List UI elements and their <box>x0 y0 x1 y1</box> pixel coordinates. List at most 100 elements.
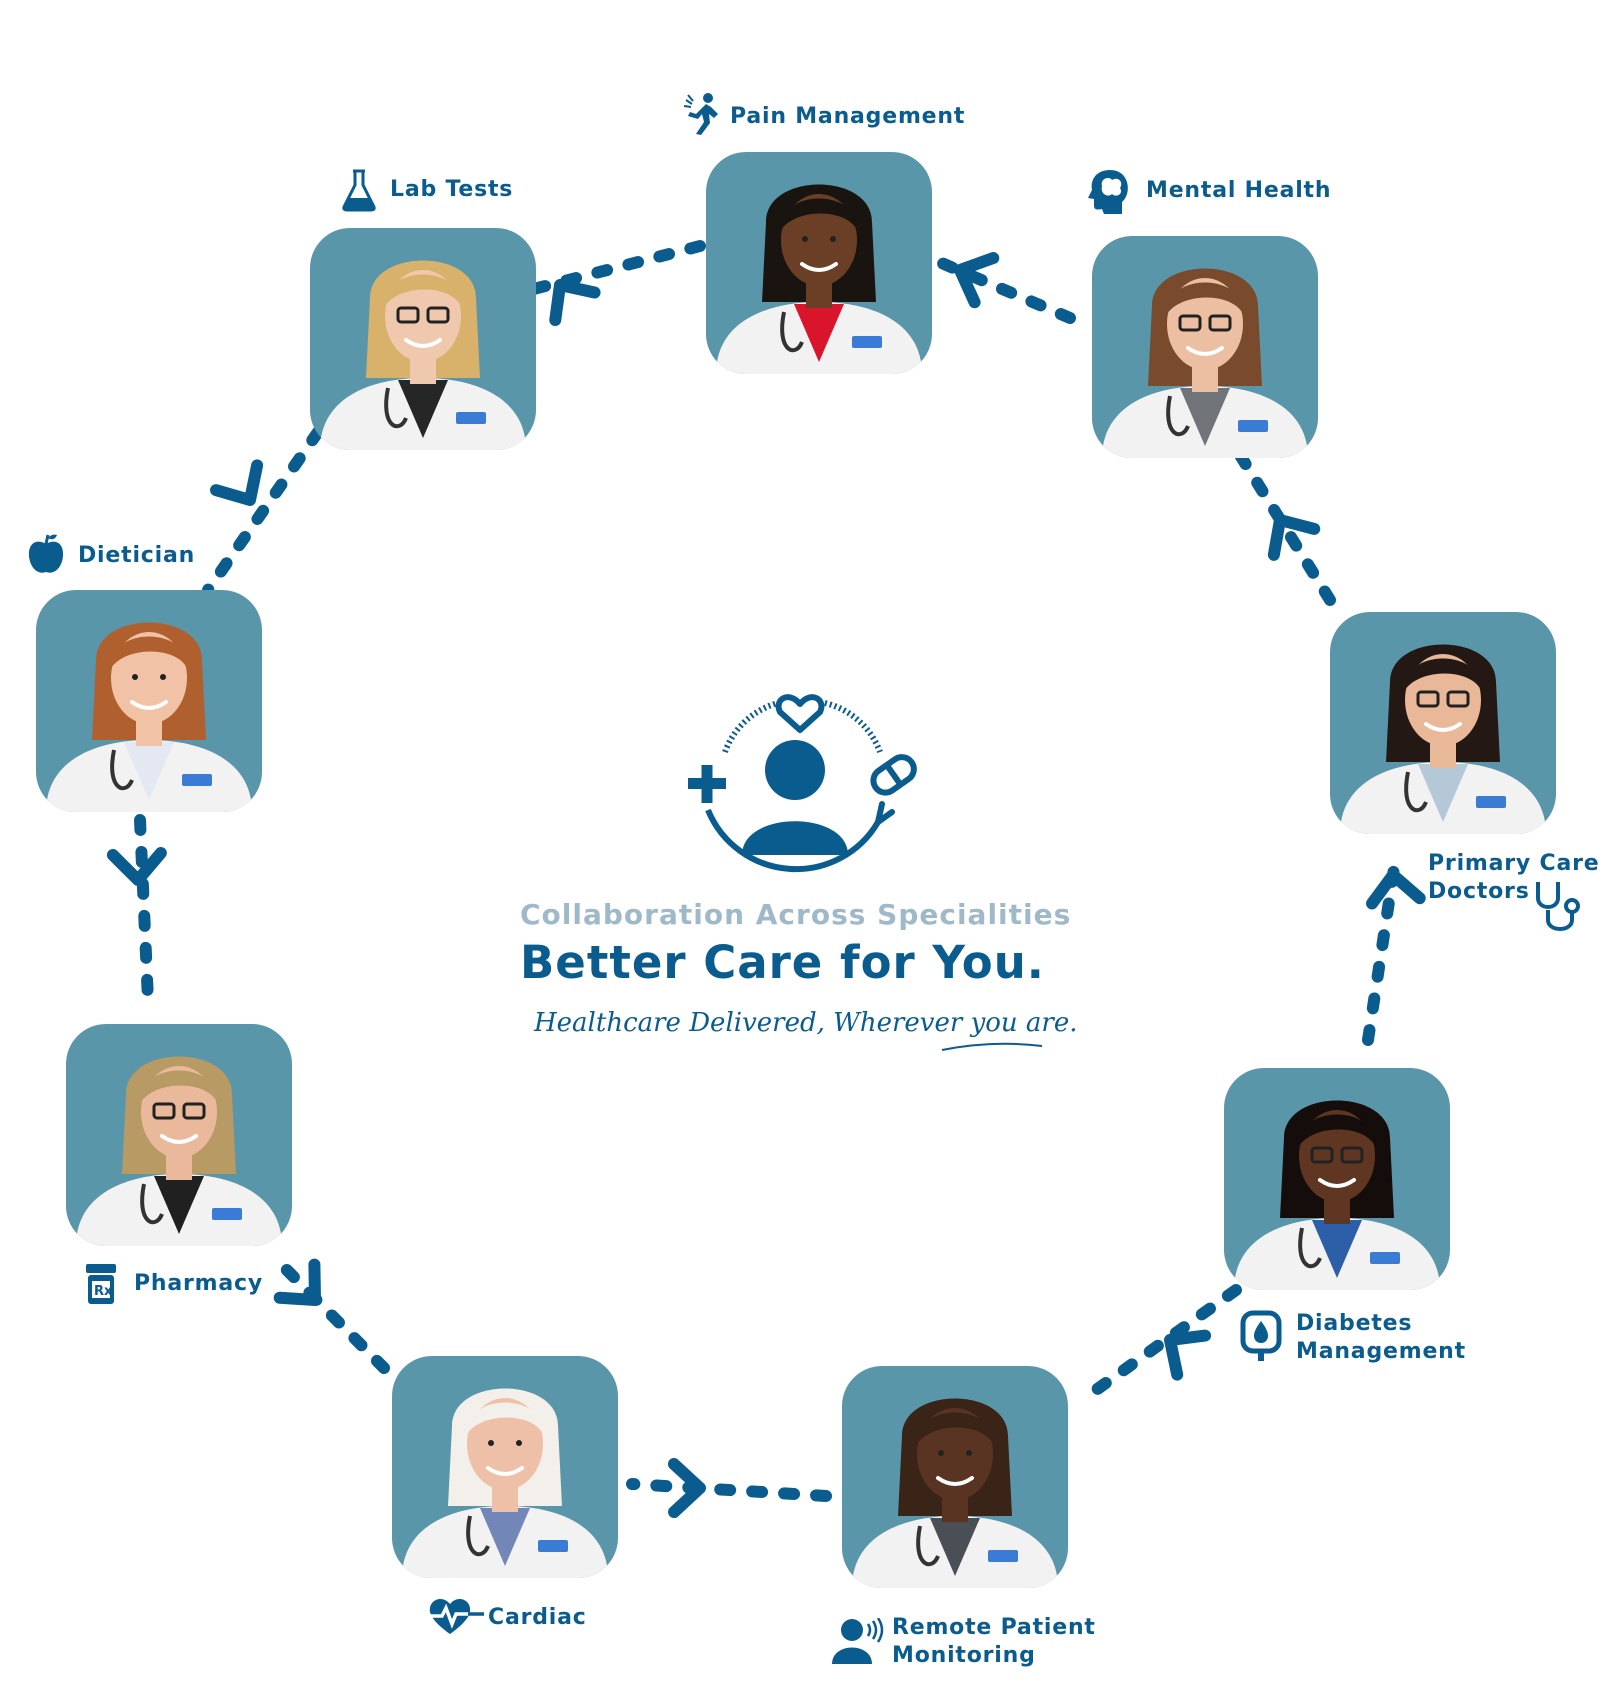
flow-arrowhead-2 <box>1267 514 1321 561</box>
glasses-left <box>1416 690 1440 708</box>
photo-primary-care-doctors <box>1340 644 1546 834</box>
stethoscope <box>466 1515 490 1557</box>
photo-mental-health <box>1102 268 1308 458</box>
eye-right <box>830 236 836 242</box>
center-title: Better Care for You. <box>520 936 1045 989</box>
name-badge <box>212 1208 242 1220</box>
flow-arrowhead-4 <box>1164 1329 1212 1381</box>
face <box>385 270 461 362</box>
glasses-right <box>182 1102 206 1120</box>
rx-bottle-icon: Rx <box>86 1264 116 1304</box>
label-cardiac: Cardiac <box>488 1605 587 1630</box>
smile <box>1186 346 1224 356</box>
stethoscope <box>780 311 804 353</box>
face <box>1167 278 1243 370</box>
photo-remote-patient-monitoring <box>852 1398 1058 1588</box>
smile <box>160 1134 198 1144</box>
photo-lab-tests <box>320 260 526 450</box>
label-remote-patient-monitoring: Remote Patient Monitoring <box>892 1614 1096 1670</box>
eye-right <box>516 1440 522 1446</box>
name-badge <box>1370 1252 1400 1264</box>
name-badge <box>1238 420 1268 432</box>
stethoscope <box>1166 395 1190 437</box>
flow-arrowhead-1 <box>954 252 1000 309</box>
name-badge <box>1476 796 1506 808</box>
photo-cardiac <box>402 1388 608 1578</box>
glasses-right <box>426 306 450 324</box>
label-diabetes-management: Diabetes Management <box>1296 1310 1466 1366</box>
hair-top <box>384 274 462 306</box>
flow-dash-4 <box>1076 1284 1242 1406</box>
label-dietician: Dietician <box>78 543 196 568</box>
face <box>141 1066 217 1158</box>
svg-text:Rx: Rx <box>94 1284 113 1299</box>
smile <box>800 262 838 272</box>
hair-top <box>780 198 858 230</box>
flow-arrowhead-5 <box>667 1458 706 1519</box>
running-person-pain-icon <box>683 93 718 135</box>
label-remote-patient-monitoring-text: Remote Patient Monitoring <box>892 1615 1096 1668</box>
eye-right <box>160 674 166 680</box>
flow-dash-6 <box>266 1249 390 1374</box>
label-lab-tests: Lab Tests <box>390 177 514 202</box>
shirt <box>1312 1220 1362 1278</box>
smile <box>404 338 442 348</box>
name-badge <box>182 774 212 786</box>
card-primary-care-doctors <box>1330 612 1556 834</box>
name-badge <box>852 336 882 348</box>
face <box>111 632 187 724</box>
eye-left <box>132 674 138 680</box>
flask-icon <box>342 169 376 212</box>
label-primary-care-doctors: Primary Care Doctors <box>1428 850 1600 906</box>
photo-dietician <box>46 622 252 812</box>
shirt <box>154 1176 204 1234</box>
tagline-underline <box>941 1042 1043 1051</box>
glasses-left <box>1178 314 1202 332</box>
photo-diabetes-management <box>1234 1100 1440 1290</box>
label-diabetes-management-text: Diabetes Management <box>1296 1311 1466 1364</box>
stethoscope <box>1298 1227 1322 1269</box>
card-diabetes-management <box>1224 1068 1450 1290</box>
card-mental-health <box>1092 236 1318 458</box>
flow-dash-5 <box>626 1478 832 1502</box>
card-pain-management <box>706 152 932 374</box>
shirt <box>124 742 174 800</box>
hair-top <box>1404 658 1482 690</box>
hair-top <box>916 1412 994 1444</box>
name-badge <box>988 1550 1018 1562</box>
flow-dash-8 <box>202 426 324 596</box>
stethoscope <box>110 749 134 791</box>
smile <box>486 1466 524 1476</box>
flow-arrowhead-7 <box>106 847 167 886</box>
glasses-right <box>1208 314 1232 332</box>
plus-icon <box>688 765 726 803</box>
pill-icon <box>870 754 917 796</box>
flow-dash-0 <box>524 240 706 296</box>
glasses-left <box>1310 1146 1334 1164</box>
glasses-right <box>1446 690 1470 708</box>
glucose-meter-icon <box>1240 1310 1282 1361</box>
center-subtitle: Collaboration Across Specialities <box>520 898 1072 931</box>
card-remote-patient-monitoring <box>842 1366 1068 1588</box>
hair-top <box>1166 282 1244 314</box>
flow-arrowhead-0 <box>549 279 601 327</box>
glasses-left <box>152 1102 176 1120</box>
flow-arrowhead-8 <box>210 459 264 506</box>
flow-arrowhead-3 <box>1366 869 1426 910</box>
stethoscope-icon <box>1536 882 1580 931</box>
photo-pain-management <box>716 184 922 374</box>
face <box>467 1398 543 1490</box>
card-cardiac <box>392 1356 618 1578</box>
label-pain-management: Pain Management <box>730 104 966 129</box>
face <box>1299 1110 1375 1202</box>
label-mental-health: Mental Health <box>1146 178 1332 203</box>
smile <box>936 1476 974 1486</box>
center-tagline: Healthcare Delivered, Wherever you are. <box>534 1008 1078 1038</box>
eye-right <box>966 1450 972 1456</box>
person-signal-icon <box>832 1618 884 1664</box>
name-badge <box>456 412 486 424</box>
stethoscope <box>1404 771 1428 813</box>
eye-left <box>488 1440 494 1446</box>
glasses-right <box>1340 1146 1364 1164</box>
